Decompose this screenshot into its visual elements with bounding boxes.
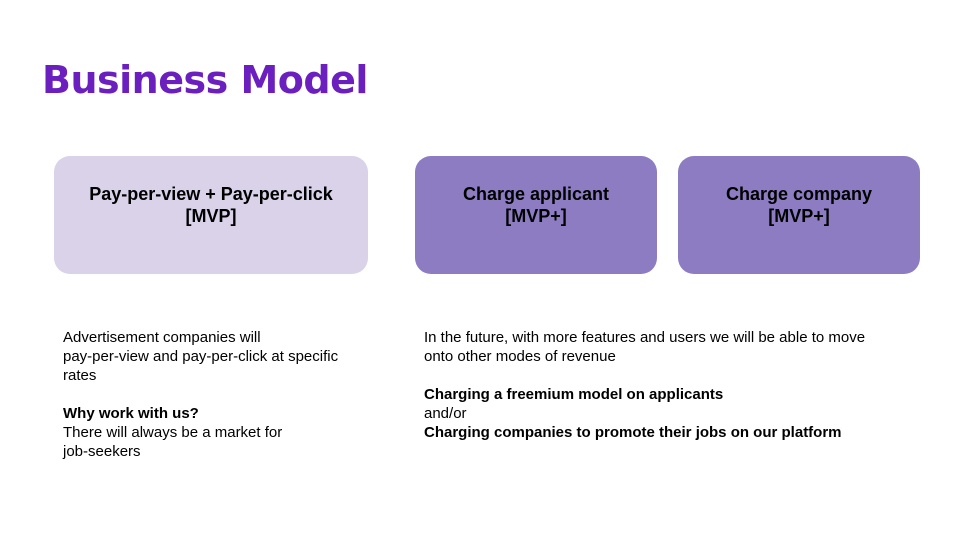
text-line: There will always be a market for <box>63 424 283 441</box>
advertisement-description: Advertisement companies will pay-per-vie… <box>63 328 383 461</box>
text-line: job-seekers <box>63 443 141 460</box>
revenue-box-charge-company: Charge company [MVP+] <box>678 156 920 274</box>
revenue-box-charge-applicant: Charge applicant [MVP+] <box>415 156 657 274</box>
freemium-line: Charging a freemium model on applicants <box>424 386 724 403</box>
box-label: Pay-per-view + Pay-per-click <box>89 184 333 204</box>
revenue-box-pay-per-view: Pay-per-view + Pay-per-click [MVP] <box>54 156 368 274</box>
text-line: In the future, with more features and us… <box>424 329 866 346</box>
box-label: Charge company <box>725 184 873 204</box>
text-line: onto other modes of revenue <box>424 348 616 365</box>
box-tag: [MVP+] <box>768 206 830 226</box>
promote-jobs-line: Charging companies to promote their jobs… <box>424 424 842 441</box>
connector-line: and/or <box>424 405 467 422</box>
box-tag: [MVP+] <box>505 206 567 226</box>
slide-title: Business Model <box>42 58 368 102</box>
text-line: pay-per-view and pay-per-click at specif… <box>63 348 339 365</box>
box-label: Charge applicant <box>462 184 610 204</box>
box-tag: [MVP] <box>185 206 237 226</box>
text-line: rates <box>63 367 97 384</box>
future-revenue-description: In the future, with more features and us… <box>424 328 924 442</box>
text-line: Advertisement companies will <box>63 329 261 346</box>
why-work-with-us-heading: Why work with us? <box>63 405 199 422</box>
